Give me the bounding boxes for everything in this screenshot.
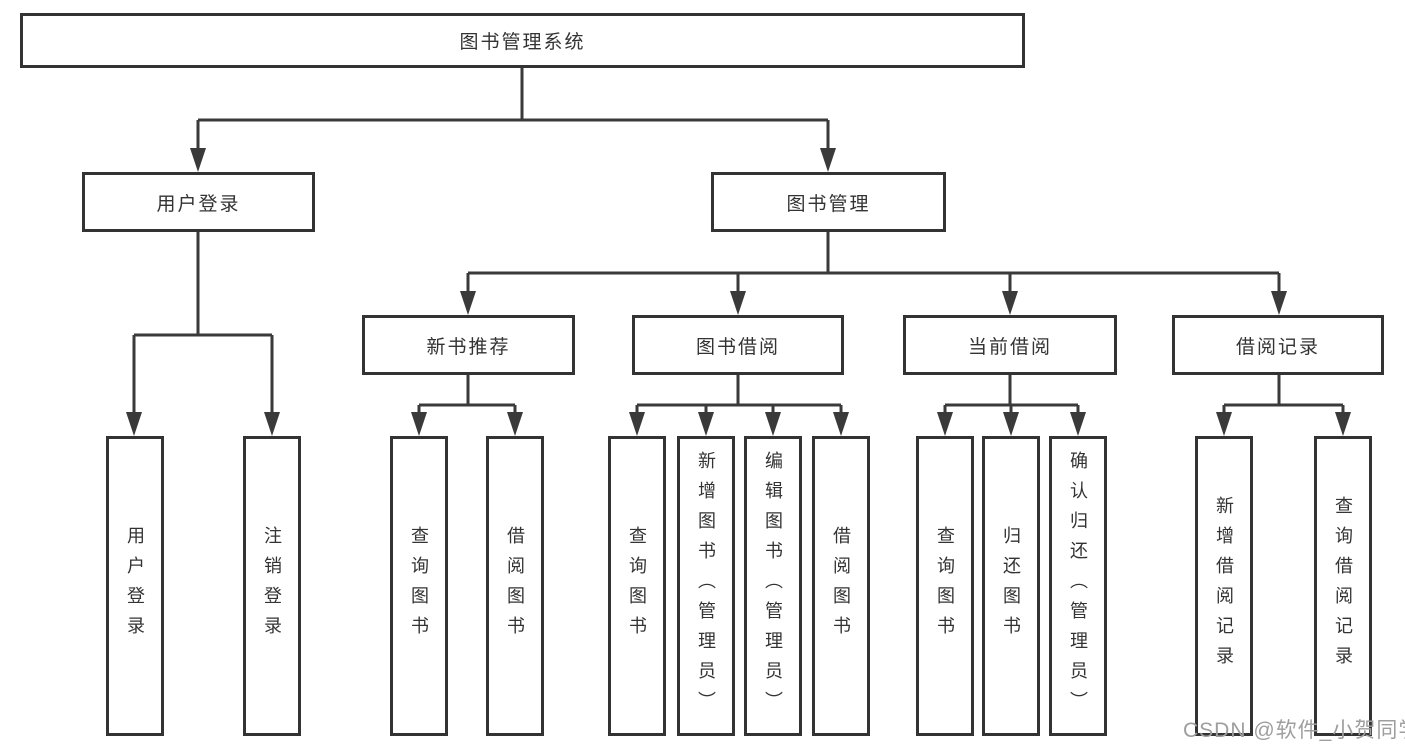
node-current-borrowing: 当前借阅	[903, 315, 1117, 375]
node-label: 新书推荐	[426, 336, 511, 358]
node-root-system: 图书管理系统	[20, 13, 1025, 68]
leaf-label: 借阅图书	[505, 526, 525, 646]
arrowhead-icon	[1002, 291, 1018, 315]
arrowhead-icon	[411, 412, 427, 436]
leaf-label: 查询借阅记录	[1333, 496, 1353, 676]
arrowhead-icon	[126, 412, 142, 436]
leaf-label: 用户登录	[125, 526, 145, 646]
node-label: 图书管理系统	[459, 32, 586, 53]
node-label: 当前借阅	[967, 336, 1052, 358]
node-borrowing-records: 借阅记录	[1172, 315, 1384, 375]
leaf-newbook-query-books: 查询图书	[390, 436, 448, 736]
arrowhead-icon	[1335, 412, 1351, 436]
leaf-label: 注销登录	[262, 526, 282, 646]
arrowhead-icon	[264, 412, 280, 436]
arrowhead-icon	[1271, 291, 1287, 315]
leaf-label: 新增图书（管理员）	[696, 451, 716, 721]
leaf-label: 确认归还（管理员）	[1068, 451, 1088, 721]
csdn-watermark: CSDN @软件_小贺同学	[1183, 719, 1405, 742]
leaf-label: 归还图书	[1001, 526, 1021, 646]
arrowhead-icon	[1003, 412, 1019, 436]
leaf-borrowing-add-books-admin: 新增图书（管理员）	[677, 436, 735, 736]
node-new-book-recommend: 新书推荐	[362, 315, 575, 375]
arrowhead-icon	[833, 412, 849, 436]
node-label: 借阅记录	[1235, 336, 1320, 358]
leaf-records-add-record: 新增借阅记录	[1195, 436, 1253, 736]
leaf-label: 新增借阅记录	[1214, 496, 1234, 676]
arrowhead-icon	[937, 412, 953, 436]
connector-user-branch	[134, 232, 272, 337]
node-user-login-group: 用户登录	[82, 172, 315, 232]
arrowhead-icon	[460, 291, 476, 315]
arrowhead-icon	[190, 148, 206, 172]
arrowhead-icon	[1216, 412, 1232, 436]
leaf-current-return-books: 归还图书	[982, 436, 1040, 736]
arrowhead-icon	[629, 412, 645, 436]
leaf-label: 查询图书	[935, 526, 955, 646]
arrowhead-icon	[507, 412, 523, 436]
leaf-current-confirm-return-admin: 确认归还（管理员）	[1049, 436, 1107, 736]
leaf-label: 编辑图书（管理员）	[763, 451, 783, 721]
leaf-label: 查询图书	[627, 526, 647, 646]
node-book-borrowing: 图书借阅	[632, 315, 844, 375]
arrowhead-icon	[730, 291, 746, 315]
leaf-current-query-books: 查询图书	[916, 436, 974, 736]
leaf-borrowing-borrow-books: 借阅图书	[812, 436, 870, 736]
leaf-borrowing-edit-books-admin: 编辑图书（管理员）	[744, 436, 802, 736]
leaf-records-query-record: 查询借阅记录	[1314, 436, 1372, 736]
connector-book-branch	[468, 232, 1279, 275]
node-label: 图书借阅	[695, 336, 780, 358]
arrowhead-icon	[820, 148, 836, 172]
connector-root-branch	[198, 68, 828, 122]
leaf-label: 查询图书	[409, 526, 429, 646]
node-label: 图书管理	[786, 193, 871, 215]
arrowhead-icon	[1070, 412, 1086, 436]
leaf-user-logout: 注销登录	[243, 436, 301, 736]
arrowhead-icon	[698, 412, 714, 436]
leaf-newbook-borrow-books: 借阅图书	[486, 436, 544, 736]
connector-borrow-branch	[637, 375, 841, 407]
leaf-user-login: 用户登录	[106, 436, 164, 736]
connector-records-branch	[1224, 375, 1343, 407]
node-book-management-group: 图书管理	[711, 172, 946, 232]
node-label: 用户登录	[156, 193, 241, 215]
leaf-borrowing-query-books: 查询图书	[608, 436, 666, 736]
connector-current-branch	[945, 375, 1078, 407]
connector-newbook-branch	[419, 375, 515, 407]
leaf-label: 借阅图书	[831, 526, 851, 646]
arrowhead-icon	[765, 412, 781, 436]
